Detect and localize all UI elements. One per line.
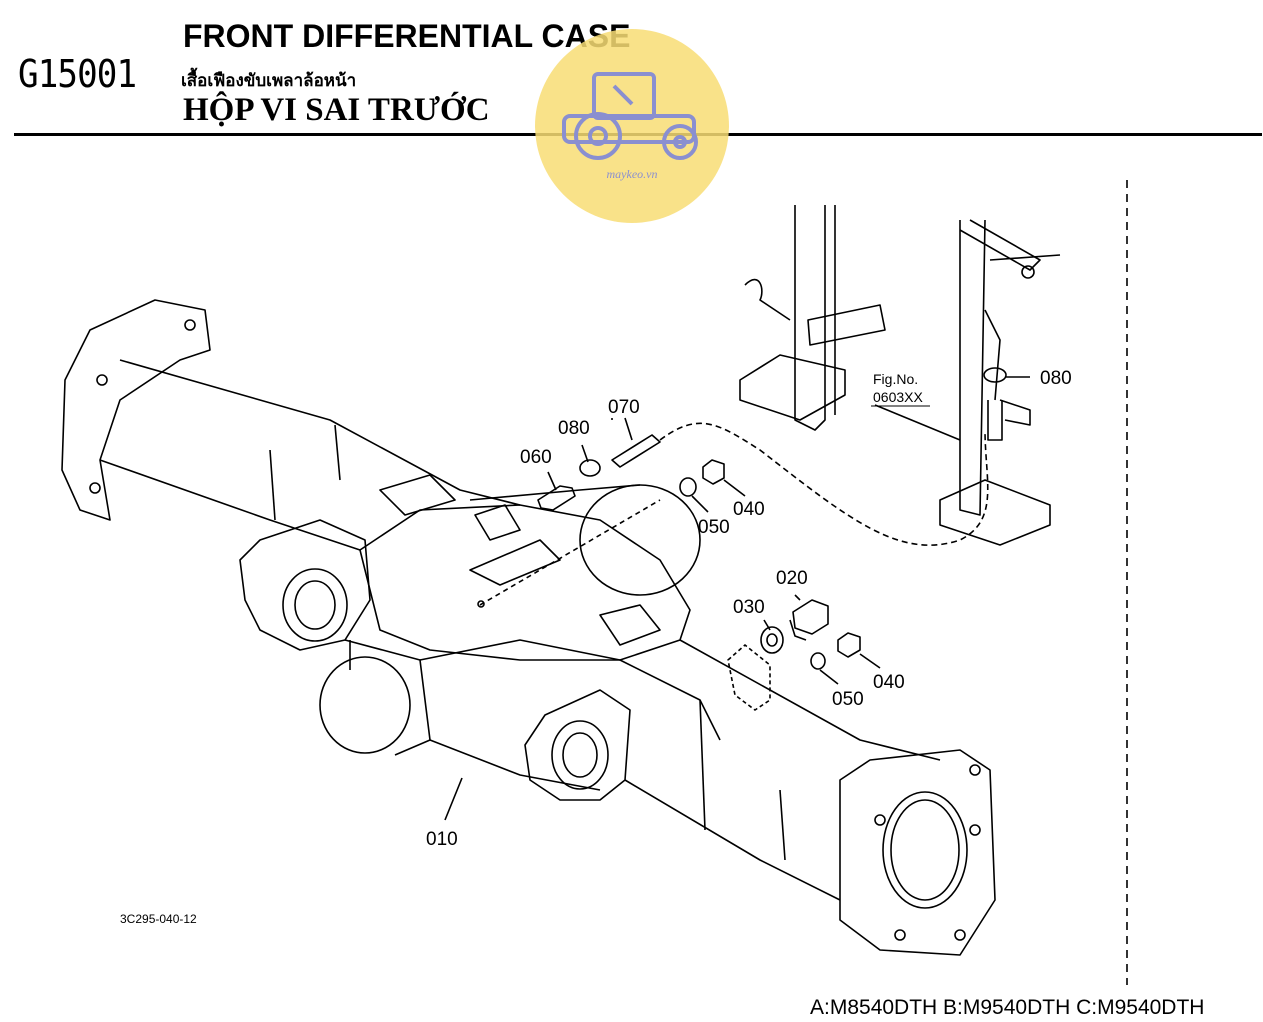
label-010: 010	[426, 829, 458, 850]
fig-no-value: 0603XX	[873, 389, 923, 405]
label-060: 060	[520, 447, 552, 468]
title-thai: เสื้อเฟืองขับเพลาล้อหน้า	[181, 71, 357, 91]
label-020: 020	[776, 568, 808, 589]
label-080-left: 080	[558, 418, 590, 439]
washer-050-lower	[810, 652, 839, 685]
label-050-upper: 050	[698, 517, 730, 538]
washer-030	[760, 626, 784, 654]
plug-020	[789, 599, 829, 641]
title-vietnamese: HỘP VI SAI TRƯỚC	[183, 92, 490, 128]
label-050-lower: 050	[832, 689, 864, 710]
differential-case	[61, 299, 996, 956]
watermark-logo: maykeo.vn	[535, 29, 729, 223]
model-list: A:M8540DTH B:M9540DTH C:M9540DTH	[810, 996, 1205, 1019]
frame-assembly	[739, 205, 1061, 546]
fitting-060	[537, 471, 576, 511]
hose-070	[611, 417, 661, 468]
drawing-number: 3C295-040-12	[120, 912, 197, 926]
label-040-lower: 040	[873, 672, 905, 693]
label-030: 030	[733, 597, 765, 618]
watermark-text: maykeo.vn	[607, 167, 658, 181]
bolt-040-lower	[837, 632, 881, 669]
section-code: G15001	[18, 52, 137, 96]
washer-050-upper	[679, 477, 709, 513]
tractor-icon	[562, 72, 698, 160]
title-english: FRONT DIFFERENTIAL CASE	[183, 18, 631, 54]
label-070: 070	[608, 397, 640, 418]
clamp-080-left	[579, 444, 601, 477]
bolt-040-upper	[702, 459, 746, 497]
fig-no-label: Fig.No.	[873, 371, 918, 387]
label-080-right: 080	[1040, 368, 1072, 389]
label-040-upper: 040	[733, 499, 765, 520]
